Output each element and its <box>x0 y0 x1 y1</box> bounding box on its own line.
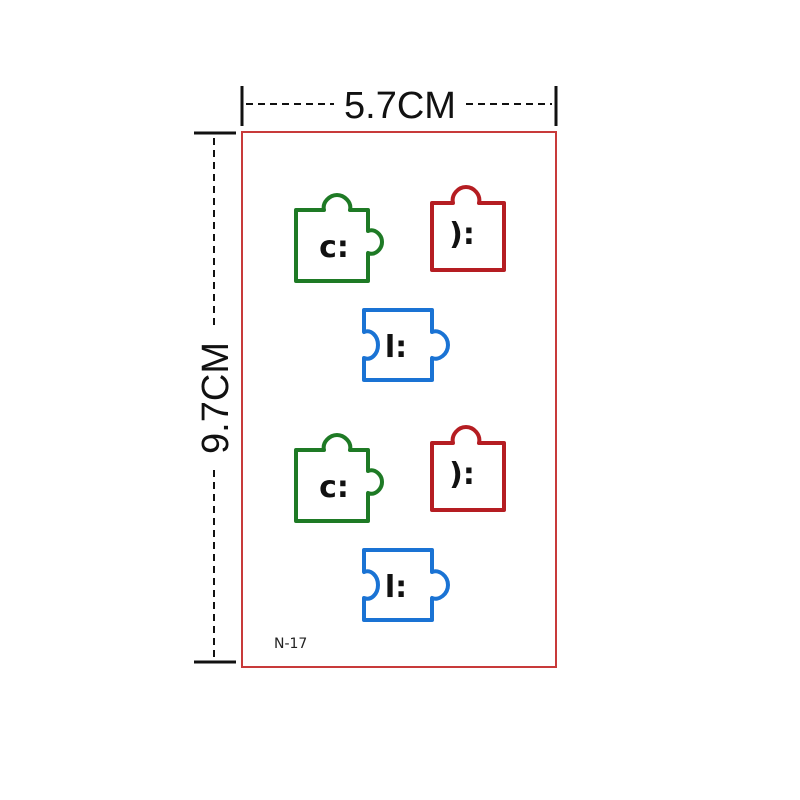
puzzle-outline <box>430 185 506 272</box>
green-puzzle-piece: c: <box>294 433 384 523</box>
width-dimension: 5.7CM <box>240 85 558 127</box>
puzzle-outline <box>362 548 450 622</box>
emoticon-face: c: <box>319 470 349 505</box>
blue-puzzle-piece: l: <box>362 548 450 622</box>
width-label: 5.7CM <box>344 85 456 127</box>
puzzle-outline <box>362 308 450 382</box>
puzzle-outline <box>294 433 384 523</box>
red-puzzle-piece: ): <box>430 185 506 272</box>
blue-puzzle-piece: l: <box>362 308 450 382</box>
emoticon-face: ): <box>449 457 475 492</box>
emoticon-face: c: <box>319 230 349 265</box>
puzzle-outline <box>294 193 384 283</box>
emoticon-face: l: <box>385 330 407 365</box>
emoticon-face: ): <box>449 217 475 252</box>
emoticon-face: l: <box>385 570 407 605</box>
stickers-layer: c:): l: c:): l: <box>294 185 506 622</box>
green-puzzle-piece: c: <box>294 193 384 283</box>
height-dimension: 9.7CM <box>194 131 237 664</box>
height-label: 9.7CM <box>195 342 237 454</box>
puzzle-outline <box>430 425 506 512</box>
red-puzzle-piece: ): <box>430 425 506 512</box>
sheet-code: N-17 <box>274 636 307 652</box>
